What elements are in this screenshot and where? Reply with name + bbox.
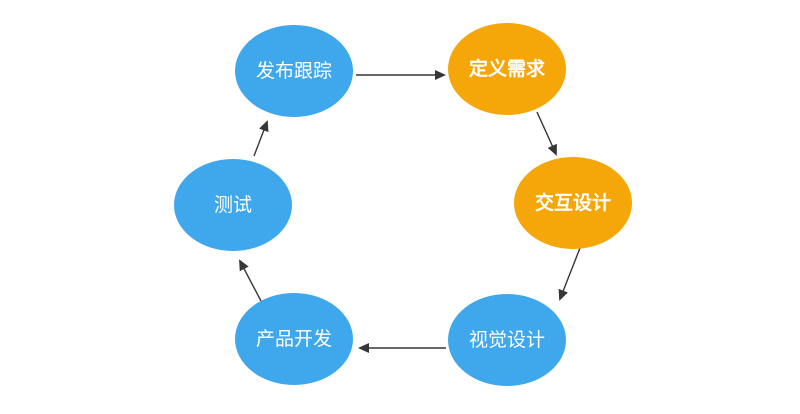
node-label-testing: 测试: [213, 194, 252, 216]
flow-node-release-tracking[interactable]: 发布跟踪: [235, 25, 353, 117]
flow-node-interaction-design[interactable]: 交互设计: [514, 157, 632, 249]
connector-product-development-to-testing: [239, 259, 262, 302]
node-label-product-development: 产品开发: [255, 328, 332, 350]
node-label-visual-design: 视觉设计: [468, 329, 545, 351]
node-label-define-requirements: 定义需求: [468, 58, 545, 80]
node-label-interaction-design: 交互设计: [534, 192, 611, 214]
connector-testing-to-release-tracking: [253, 120, 269, 157]
flow-node-testing[interactable]: 测试: [174, 159, 292, 251]
flow-node-product-development[interactable]: 产品开发: [235, 293, 353, 385]
flow-node-visual-design[interactable]: 视觉设计: [448, 294, 566, 386]
flow-node-define-requirements[interactable]: 定义需求: [448, 23, 566, 115]
connector-interaction-design-to-visual-design: [558, 247, 581, 301]
connector-define-requirements-to-interaction-design: [536, 111, 557, 156]
node-label-release-tracking: 发布跟踪: [255, 60, 332, 82]
